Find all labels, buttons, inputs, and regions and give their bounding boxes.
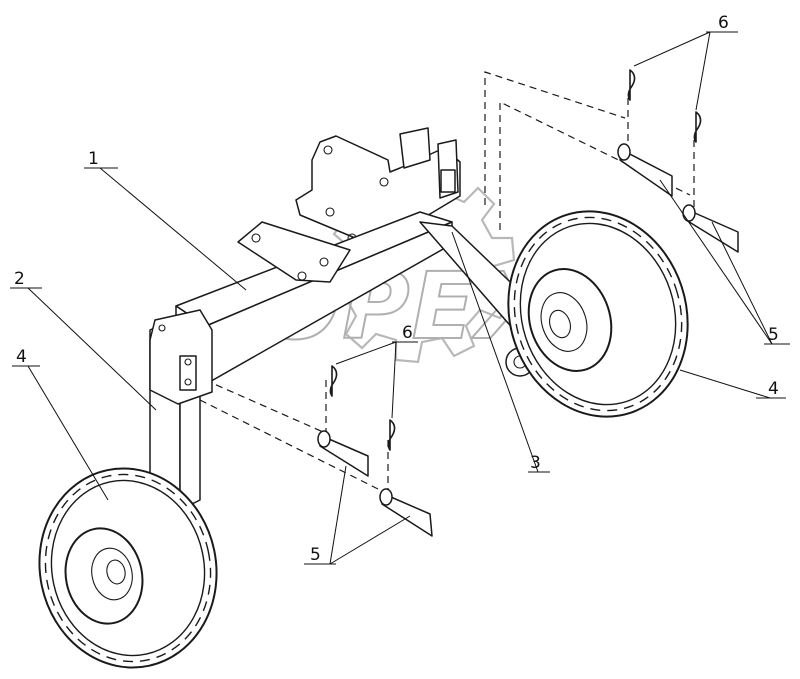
callout-3: 3 [451,231,550,473]
callout-2: 2 [10,269,157,411]
callout-label: 3 [530,453,541,473]
callout-label: 1 [88,149,99,169]
pins [317,143,739,537]
callout-label: 2 [14,269,25,289]
callout-5-right: 5 [659,179,790,345]
callout-label: 6 [718,13,729,33]
left-wheel [38,467,218,669]
callout-5-left: 5 [304,465,411,565]
callout-1: 1 [84,149,247,291]
callout-label: 6 [402,323,413,343]
callout-6-top: 6 [633,13,738,111]
callout-4-left: 4 [12,347,109,501]
callout-label: 4 [16,347,27,367]
callout-label: 5 [310,545,321,565]
callout-4-right: 4 [679,369,786,399]
callout-label: 4 [768,379,779,399]
callout-label: 5 [768,325,779,345]
cotter-clips [329,69,702,451]
right-wheel [507,210,689,418]
callout-6-bottom: 6 [335,323,418,419]
